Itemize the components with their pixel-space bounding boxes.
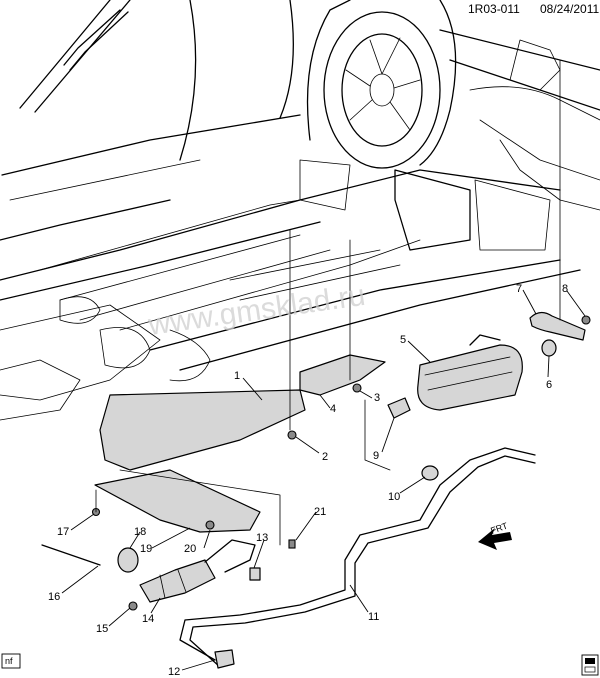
corner-tag: nf	[1, 653, 21, 669]
callout-19: 19	[140, 543, 152, 555]
part-5-muffler	[417, 334, 523, 411]
rear-wheel	[306, 0, 457, 169]
callout-1: 1	[234, 370, 240, 382]
callout-15: 15	[96, 623, 108, 635]
part-11-intermediate-pipe	[179, 447, 536, 668]
vehicle-body	[0, 0, 301, 241]
part-21-bolt	[288, 539, 296, 549]
callout-4: 4	[330, 403, 336, 415]
corner-tag-text: nf	[5, 656, 13, 666]
callout-5: 5	[400, 334, 406, 346]
part-19-converter-heat-shield	[94, 469, 261, 533]
rear-suspension	[439, 29, 600, 211]
callout-12: 12	[168, 666, 180, 678]
diagram-date: 08/24/2011	[540, 2, 599, 16]
callout-3: 3	[374, 392, 380, 404]
part-2-nut	[287, 430, 297, 440]
part-8-bolt	[581, 315, 591, 325]
part-7-hanger-bracket	[529, 311, 586, 341]
front-direction-arrow: FRT	[478, 520, 512, 550]
callout-21: 21	[314, 506, 326, 518]
part-3-nut	[352, 383, 362, 393]
callout-9: 9	[373, 450, 379, 462]
callout-17: 17	[57, 526, 69, 538]
part-12-clamp	[214, 649, 235, 669]
part-1-underbody-heat-shield	[99, 389, 306, 471]
assembly-guides	[95, 59, 561, 546]
part-13-clamp	[249, 567, 261, 581]
callout-11: 11	[368, 611, 379, 623]
part-16-oxygen-sensor	[41, 544, 101, 566]
part-4-muffler-heat-shield	[299, 354, 386, 396]
callout-7: 7	[516, 283, 522, 295]
callout-18: 18	[134, 526, 146, 538]
part-20-nut	[205, 520, 215, 530]
part-18-gasket	[117, 547, 139, 573]
part-9-exhaust-tip	[387, 397, 411, 419]
underbody-floor-pan	[0, 159, 581, 421]
callout-14: 14	[142, 613, 154, 625]
part-6-insulator	[541, 339, 557, 357]
callout-labels: 1 2 3 4 5 6 7 8 9 10 11 12 13 14 15 16 1…	[48, 283, 568, 678]
callout-2: 2	[322, 451, 328, 463]
part-10-insulator	[421, 465, 439, 481]
callout-6: 6	[546, 379, 552, 391]
part-15-nut	[128, 601, 138, 611]
callout-16: 16	[48, 591, 60, 603]
diagram-code: 1R03-011	[468, 2, 520, 16]
callout-20: 20	[184, 543, 196, 555]
callout-13: 13	[256, 532, 268, 544]
watermark: www.gmsklad.ru	[145, 279, 367, 342]
callout-leaders	[61, 289, 586, 671]
part-14-catalytic-converter	[139, 539, 256, 603]
callout-8: 8	[562, 283, 568, 295]
manufacturer-logo	[581, 654, 599, 676]
callout-10: 10	[388, 491, 400, 503]
